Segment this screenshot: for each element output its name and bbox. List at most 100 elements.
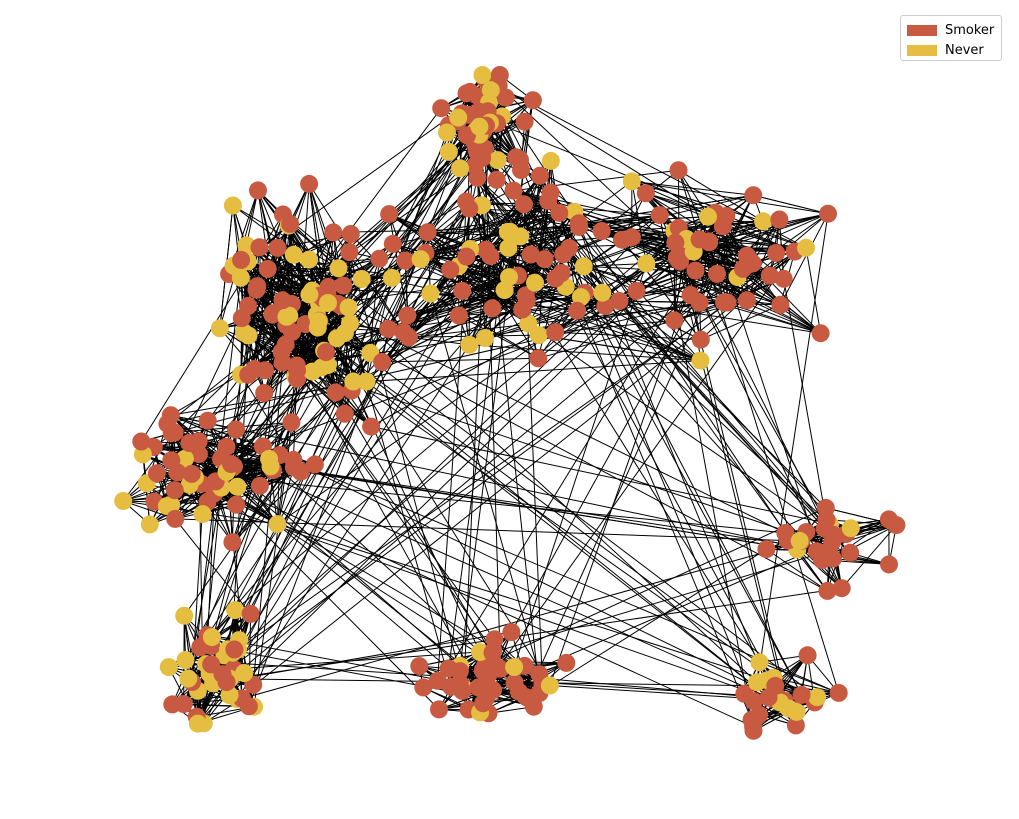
node-never bbox=[140, 515, 159, 534]
graph-edge bbox=[170, 414, 817, 552]
node-never bbox=[476, 329, 495, 347]
graph-edge bbox=[468, 251, 796, 710]
node-smoker bbox=[163, 695, 182, 714]
node-smoker bbox=[546, 269, 565, 288]
graph-edge bbox=[234, 263, 647, 611]
node-smoker bbox=[132, 432, 151, 451]
node-never bbox=[188, 714, 207, 733]
node-smoker bbox=[250, 238, 269, 257]
graph-edge bbox=[382, 357, 539, 363]
node-never bbox=[808, 688, 827, 707]
graph-edge bbox=[348, 307, 758, 683]
node-smoker bbox=[529, 349, 548, 368]
graph-edge bbox=[523, 204, 563, 274]
node-never bbox=[481, 81, 500, 100]
graph-edge bbox=[584, 292, 755, 702]
graph-edge bbox=[209, 131, 484, 674]
node-smoker bbox=[468, 168, 487, 187]
legend-label-smoker: Smoker bbox=[945, 22, 995, 38]
node-smoker bbox=[816, 498, 835, 517]
graph-edge bbox=[485, 79, 807, 249]
node-smoker bbox=[398, 306, 417, 325]
node-smoker bbox=[669, 161, 688, 180]
node-never bbox=[541, 151, 560, 170]
graph-edge bbox=[686, 247, 833, 542]
node-smoker bbox=[811, 324, 830, 343]
graph-edge bbox=[262, 445, 779, 698]
node-never bbox=[574, 257, 593, 276]
node-smoker bbox=[362, 417, 381, 436]
graph-edge bbox=[753, 194, 829, 215]
graph-edge bbox=[366, 381, 769, 698]
node-smoker bbox=[340, 243, 359, 262]
graph-edge bbox=[257, 190, 339, 269]
node-smoker bbox=[550, 203, 569, 222]
node-smoker bbox=[483, 299, 502, 318]
node-smoker bbox=[457, 247, 476, 266]
graph-edge bbox=[183, 615, 199, 724]
graph-edge bbox=[779, 213, 829, 306]
graph-edge bbox=[233, 650, 494, 670]
legend-item-never: Never bbox=[907, 40, 995, 60]
node-smoker bbox=[250, 476, 269, 495]
node-smoker bbox=[180, 434, 199, 452]
node-never bbox=[754, 212, 773, 231]
graph-edge bbox=[751, 213, 829, 720]
graph-edge bbox=[123, 500, 176, 520]
graph-edge bbox=[408, 192, 551, 338]
node-never bbox=[501, 222, 520, 241]
node-smoker bbox=[324, 223, 343, 242]
node-smoker bbox=[227, 420, 245, 439]
graph-edge bbox=[601, 169, 679, 232]
node-smoker bbox=[158, 414, 177, 433]
legend-swatch-never bbox=[907, 44, 937, 56]
graph-edge bbox=[448, 151, 823, 561]
node-smoker bbox=[225, 640, 244, 659]
node-never bbox=[505, 658, 524, 676]
node-smoker bbox=[766, 676, 785, 695]
node-smoker bbox=[457, 84, 476, 103]
node-smoker bbox=[222, 455, 241, 474]
node-smoker bbox=[771, 295, 790, 314]
graph-edge bbox=[498, 85, 696, 271]
node-never bbox=[260, 449, 279, 468]
node-smoker bbox=[379, 319, 398, 338]
node-smoker bbox=[744, 186, 763, 205]
node-never bbox=[175, 449, 194, 468]
node-smoker bbox=[288, 361, 307, 380]
graph-edge bbox=[293, 233, 351, 256]
node-smoker bbox=[317, 343, 335, 362]
node-smoker bbox=[887, 516, 906, 535]
graph-edge bbox=[235, 225, 290, 430]
node-smoker bbox=[490, 66, 509, 84]
node-never bbox=[382, 268, 401, 287]
graph-edge bbox=[631, 180, 764, 222]
node-smoker bbox=[300, 174, 319, 193]
graph-edge bbox=[408, 334, 539, 338]
graph-edge bbox=[538, 299, 748, 359]
node-smoker bbox=[760, 266, 779, 285]
node-smoker bbox=[535, 250, 554, 269]
graph-edge bbox=[256, 289, 802, 696]
graph-edge bbox=[226, 201, 467, 683]
graph-edge bbox=[796, 549, 843, 589]
node-smoker bbox=[569, 214, 588, 233]
node-smoker bbox=[770, 210, 789, 229]
node-smoker bbox=[241, 604, 260, 623]
graph-edge bbox=[348, 251, 465, 689]
graph-edge bbox=[437, 142, 476, 681]
node-smoker bbox=[439, 659, 458, 678]
node-never bbox=[284, 245, 303, 264]
node-smoker bbox=[223, 533, 242, 552]
node-smoker bbox=[650, 206, 669, 225]
graph-edge bbox=[676, 257, 786, 701]
node-never bbox=[157, 497, 176, 516]
node-smoker bbox=[792, 685, 811, 704]
node-smoker bbox=[505, 673, 524, 692]
legend-label-never: Never bbox=[945, 42, 984, 58]
graph-edge bbox=[484, 79, 753, 720]
node-smoker bbox=[504, 181, 523, 200]
node-never bbox=[339, 298, 358, 317]
node-smoker bbox=[798, 646, 817, 665]
